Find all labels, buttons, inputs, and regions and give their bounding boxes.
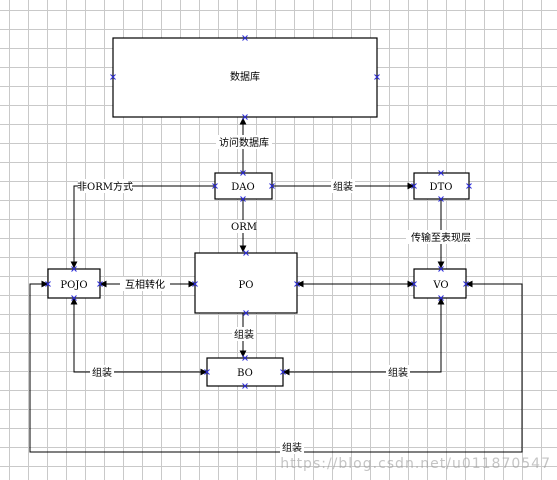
edge-dao-database: 访问数据库 [216,117,272,173]
edge-label-dao-po: ORM [231,222,257,233]
node-pojo-label: POJO [60,280,87,291]
connection-handle-mark [212,183,218,189]
node-po-label: PO [239,280,254,291]
edge-dao-dto: 组装 [272,179,415,193]
connection-handle-mark [45,281,51,287]
edge-label-pojo-po: 互相转化 [125,278,165,291]
node-dao-label: DAO [231,182,254,193]
node-dto[interactable]: DTO [413,172,470,200]
edge-label-vo-pojo-outer: 组装 [282,441,302,454]
edge-label-vo-bo: 组装 [388,366,408,379]
edge-vo-bo: 组装 [282,297,445,379]
connection-handle-mark [438,170,444,176]
connection-handle-mark [411,183,417,189]
edge-pojo-bo: 组装 [70,297,208,379]
edge-label-dto-vo: 传输至表现层 [411,231,471,244]
connection-handle-mark [242,383,248,389]
connection-handle-mark [243,250,249,256]
connection-handle-mark [438,266,444,272]
connection-handle-mark [466,183,472,189]
connection-handle-mark [97,281,103,287]
node-bo[interactable]: BO [206,357,284,387]
edge-label-dao-dto: 组装 [333,180,353,193]
connection-handle-mark [243,310,249,316]
edge-label-dao-pojo: 非ORM方式 [77,180,133,193]
connection-handle-mark [192,281,198,287]
connection-handles [45,35,472,389]
edge-label-pojo-bo: 组装 [92,366,112,379]
edges: 访问数据库 非ORM方式 组装 ORM 传输至表现层 [29,117,523,454]
edge-dao-po: ORM [231,199,257,253]
connection-handle-mark [280,369,286,375]
node-vo[interactable]: VO [413,268,467,299]
watermark: https://blog.csdn.net/u011870547 [280,456,551,472]
connection-handle-mark [269,183,275,189]
node-pojo[interactable]: POJO [47,268,101,299]
edge-label-dao-database: 访问数据库 [219,136,269,149]
connection-handle-mark [411,281,417,287]
connection-handle-mark [294,281,300,287]
connection-handle-mark [242,35,248,41]
edge-po-bo: 组装 [232,313,256,358]
connection-handle-mark [463,281,469,287]
connection-handle-mark [240,196,246,202]
edge-label-po-bo: 组装 [234,328,254,341]
connection-handle-mark [242,355,248,361]
edge-pojo-po: 互相转化 [99,277,196,291]
node-bo-label: BO [237,368,253,379]
connection-handle-mark [71,295,77,301]
connection-handle-mark [438,196,444,202]
node-database[interactable]: 数据库 [112,37,378,118]
edge-dao-pojo: 非ORM方式 [70,179,215,269]
connection-handle-mark [242,114,248,120]
node-dao[interactable]: DAO [214,172,273,200]
connection-handle-mark [240,170,246,176]
connection-handle-mark [438,295,444,301]
node-database-label: 数据库 [230,70,260,83]
connection-handle-mark [110,74,116,80]
connection-handle-mark [374,74,380,80]
node-po[interactable]: PO [194,252,298,314]
connection-handle-mark [71,266,77,272]
node-dto-label: DTO [430,182,453,193]
connection-handle-mark [204,369,210,375]
edge-vo-pojo-outer: 组装 [29,280,523,454]
edge-dto-vo: 传输至表现层 [406,199,476,269]
node-vo-label: VO [432,280,448,291]
